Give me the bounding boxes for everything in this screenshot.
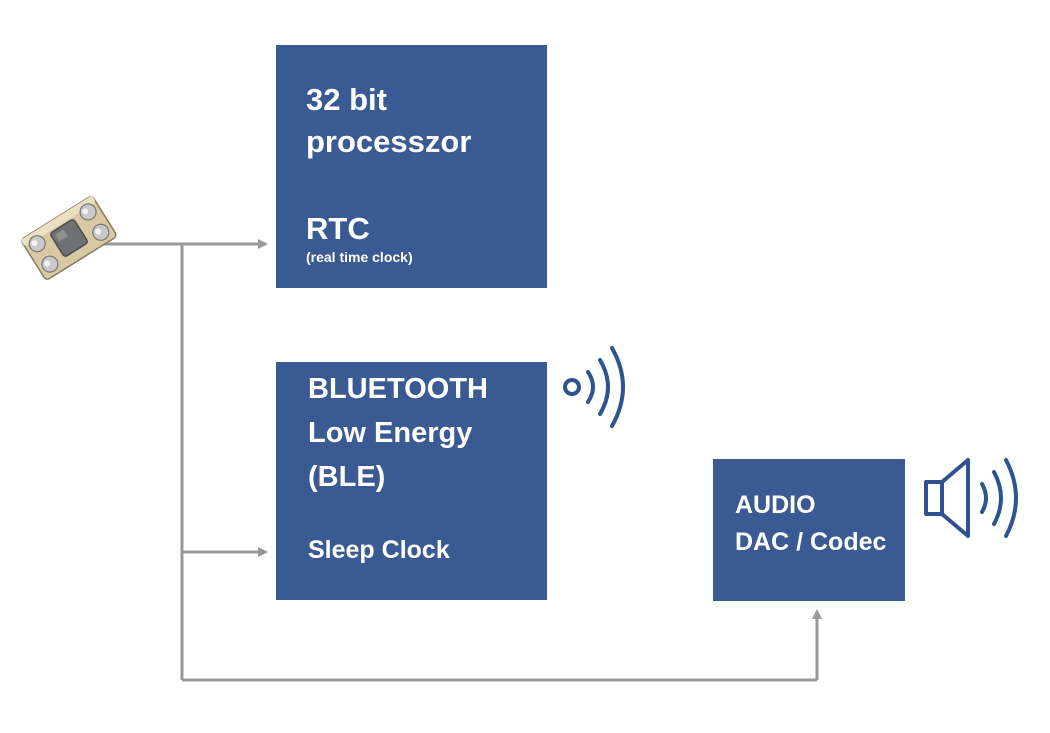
audio-title-line1: AUDIO [735, 491, 816, 519]
processor-title-line1: 32 bit [306, 82, 387, 117]
speaker-icon [924, 458, 1018, 538]
ble-title-line3: (BLE) [308, 461, 386, 493]
ble-title-line2: Low Energy [308, 417, 473, 449]
processor-block: 32 bit processzor RTC (real time clock) [276, 45, 547, 288]
audio-block: AUDIO DAC / Codec [713, 459, 905, 601]
processor-title-line2: processzor [306, 124, 472, 159]
sleep-clock-label: Sleep Clock [308, 536, 450, 564]
crystal-oscillator-icon [21, 196, 117, 280]
rtc-sublabel: (real time clock) [306, 249, 413, 265]
ble-title-line1: BLUETOOTH [308, 373, 488, 405]
wireless-signal-icon [563, 346, 625, 428]
rtc-label: RTC [306, 211, 370, 246]
audio-title-line2: DAC / Codec [735, 528, 887, 556]
ble-block: BLUETOOTH Low Energy (BLE) Sleep Clock [276, 362, 547, 600]
